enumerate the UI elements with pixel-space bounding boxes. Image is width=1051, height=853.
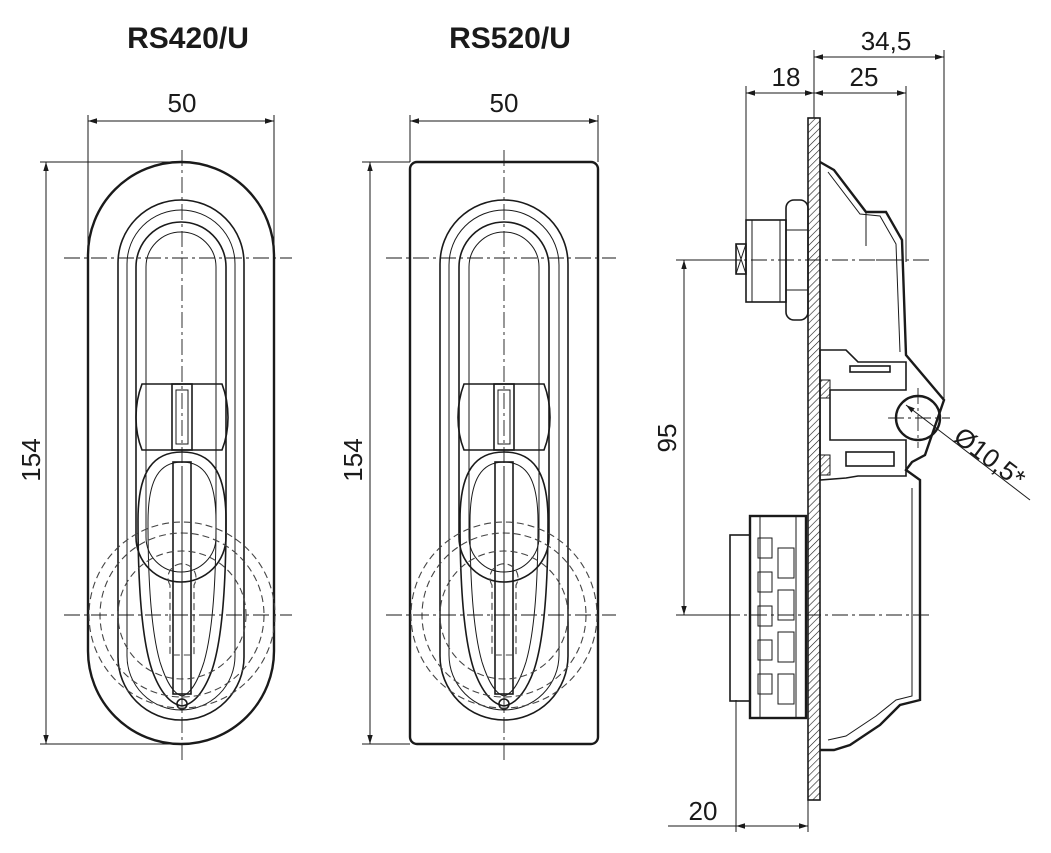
front-view-rs420u: 50 154 <box>16 88 292 760</box>
dim-left-width: 50 <box>168 88 197 118</box>
dim-side-hole-diameter: Ø10,5* <box>948 421 1031 494</box>
dim-middle-width: 50 <box>490 88 519 118</box>
dim-side-base-offset: 20 <box>689 796 718 826</box>
dim-middle-height: 154 <box>338 438 368 481</box>
dim-side-hole-spacing: 95 <box>652 424 682 453</box>
dim-side-total-depth: 34,5 <box>861 26 912 56</box>
dim-left-height: 154 <box>16 438 46 481</box>
title-rs520u: RS520/U <box>449 22 571 55</box>
title-rs420u: RS420/U <box>127 22 249 55</box>
dim-side-rear-depth: 18 <box>772 62 801 92</box>
dim-side-front-depth: 25 <box>850 62 879 92</box>
front-view-rs520u: 50 154 <box>338 88 616 760</box>
side-view: 34,5 18 25 95 20 <box>652 26 1031 832</box>
